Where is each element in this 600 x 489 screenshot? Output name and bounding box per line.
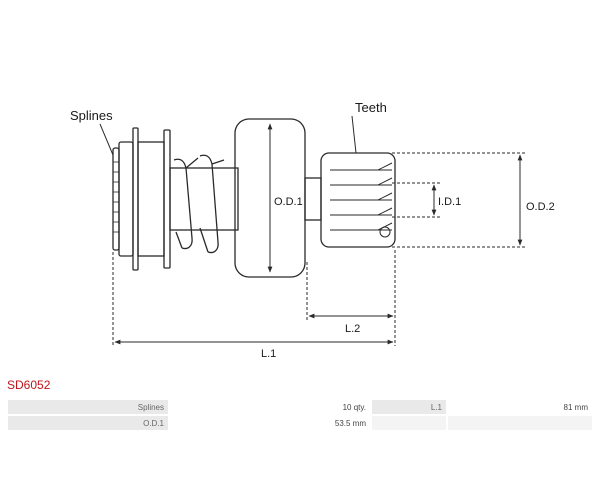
spec-value: 53.5 mm (170, 416, 370, 430)
starter-drive-drawing: Splines Teeth O.D.1 I.D.1 O.D.2 L.2 L.1 (70, 100, 555, 360)
dimensions (99, 115, 525, 346)
spec-label-empty (372, 416, 446, 430)
teeth-leader (351, 115, 357, 154)
drive-body (112, 118, 396, 278)
spline-lines (113, 161, 119, 233)
part-code: SD6052 (7, 378, 51, 392)
spline-hub (112, 147, 120, 251)
pinion (320, 152, 396, 248)
spec-value-empty (448, 416, 592, 430)
table-row: O.D.1 53.5 mm (8, 416, 592, 430)
spec-label: Splines (8, 400, 168, 414)
spec-label: O.D.1 (8, 416, 168, 430)
spec-label: L.1 (372, 400, 446, 414)
spring (173, 154, 225, 254)
label-od2: O.D.2 (526, 201, 555, 213)
spec-value: 81 mm (448, 400, 592, 414)
table-row: Splines 10 qty. L.1 81 mm (8, 400, 592, 414)
shaft (304, 177, 322, 221)
label-teeth: Teeth (355, 100, 387, 115)
splines-leader (99, 123, 114, 156)
pinion-teeth (330, 162, 393, 238)
spec-value: 10 qty. (170, 400, 370, 414)
label-splines: Splines (70, 108, 113, 123)
label-l1: L.1 (261, 348, 276, 360)
label-l2: L.2 (345, 323, 360, 335)
inner-sleeve (169, 167, 239, 231)
label-id1: I.D.1 (438, 196, 461, 208)
flange-right (163, 129, 171, 269)
label-od1: O.D.1 (274, 196, 303, 208)
spec-table: Splines 10 qty. L.1 81 mm O.D.1 53.5 mm (6, 398, 594, 432)
flange-left (132, 127, 139, 271)
